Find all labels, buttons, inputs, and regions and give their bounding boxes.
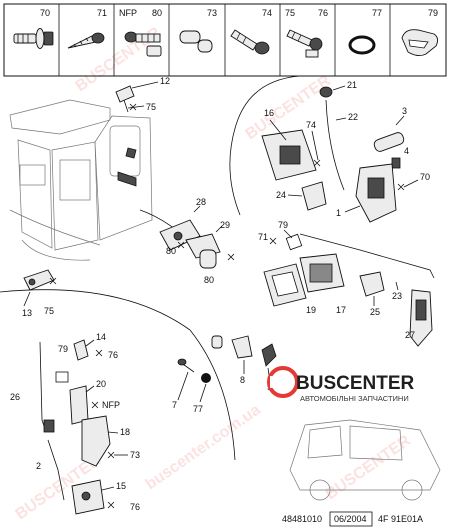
screw-75-76-icon xyxy=(286,29,323,58)
clip-79-icon xyxy=(401,29,439,57)
callout-24: 24 xyxy=(276,190,286,200)
callout-20: 20 xyxy=(96,379,106,389)
callout-7: 7 xyxy=(172,400,177,410)
header-label-70: 70 xyxy=(40,8,50,18)
lock-assembly-upper-right: 16 21 22 74 3 4 1 70 24 xyxy=(261,80,430,223)
callout-25: 25 xyxy=(370,307,380,317)
header-label-77: 77 xyxy=(372,8,382,18)
callout-73: 73 xyxy=(130,450,140,460)
hinge-plate-13: 13 75 xyxy=(22,269,57,318)
callout-17: 17 xyxy=(336,305,346,315)
watermark-text: BUSCENTER xyxy=(323,432,415,503)
header-label-73: 73 xyxy=(207,8,217,18)
callout-2: 2 xyxy=(36,461,41,471)
section-curve xyxy=(235,75,301,126)
washer-77-icon xyxy=(348,35,376,55)
section-curve xyxy=(229,124,241,216)
footer-ref: 48481010 xyxy=(282,514,322,524)
header-label-74: 74 xyxy=(262,8,272,18)
callout-4: 4 xyxy=(404,146,409,156)
header-label-80: 80 xyxy=(152,8,162,18)
callout-18: 18 xyxy=(120,427,130,437)
screw-74-icon xyxy=(230,29,270,55)
stud-73-icon xyxy=(179,30,213,53)
watermark-domain: buscenter.com.ua xyxy=(143,401,264,493)
section-curve xyxy=(189,329,236,461)
brand-logo: BUSCENTER АВТОМОБІЛЬНІ ЗАПЧАСТИНИ xyxy=(267,366,415,403)
header-label-71: 71 xyxy=(97,8,107,18)
hinge-group-middle: 28 29 80 80 xyxy=(159,197,235,285)
callout-74: 74 xyxy=(306,120,316,130)
lock-group-lower-left: 26 14 79 76 20 NFP 18 73 2 15 xyxy=(10,332,140,515)
callout-77: 77 xyxy=(193,404,203,414)
callout-71: 71 xyxy=(258,232,268,242)
callout-29: 29 xyxy=(220,220,230,230)
screw-nfp-80-icon xyxy=(124,31,162,57)
footer-date: 06/2004 xyxy=(334,514,367,524)
bracket-12: 12 75 xyxy=(115,76,170,113)
callout-79b: 79 xyxy=(58,344,68,354)
callout-75b: 75 xyxy=(44,306,54,316)
callout-nfp: NFP xyxy=(102,400,120,410)
fastener-group-bottom-middle: 7 77 8 9 xyxy=(172,335,277,414)
callout-14: 14 xyxy=(96,332,106,342)
callout-15: 15 xyxy=(116,481,126,491)
watermark-group: BUSCENTER BUSCENTER BUSCENTER BUSCENTER … xyxy=(13,24,415,523)
callout-76b: 76 xyxy=(130,502,140,512)
callout-76a: 76 xyxy=(108,350,118,360)
callout-27: 27 xyxy=(405,330,415,340)
footer-code: 4F 91E01A xyxy=(378,514,423,524)
callout-26: 26 xyxy=(10,392,20,402)
footer: 48481010 06/2004 4F 91E01A xyxy=(282,511,423,527)
brand-tagline: АВТОМОБІЛЬНІ ЗАПЧАСТИНИ xyxy=(300,394,409,403)
callout-13: 13 xyxy=(22,308,32,318)
screw-71-icon xyxy=(67,32,105,49)
header-label-75: 75 xyxy=(285,8,295,18)
callout-21: 21 xyxy=(347,80,357,90)
callout-80a: 80 xyxy=(166,246,176,256)
section-curve xyxy=(0,289,191,331)
fastener-header-table: 70 71 NFP 80 73 74 75 76 77 79 xyxy=(3,3,447,77)
callout-80b: 80 xyxy=(204,275,214,285)
header-label-76: 76 xyxy=(318,8,328,18)
callout-75: 75 xyxy=(146,102,156,112)
bolt-70-icon xyxy=(13,28,54,49)
callout-70: 70 xyxy=(420,172,430,182)
van-rear-door-sketch xyxy=(9,99,153,261)
brand-name: BUSCENTER xyxy=(296,373,415,394)
callout-3: 3 xyxy=(402,106,407,116)
header-label-nfp: NFP xyxy=(119,8,137,18)
callout-12: 12 xyxy=(160,76,170,86)
callout-79: 79 xyxy=(278,220,288,230)
callout-22: 22 xyxy=(348,112,358,122)
callout-1: 1 xyxy=(336,208,341,218)
van-sketch-bottom xyxy=(289,419,441,501)
header-label-79: 79 xyxy=(428,8,438,18)
handle-group-right: 79 71 19 17 23 25 27 xyxy=(258,220,435,347)
callout-19: 19 xyxy=(306,305,316,315)
callout-28: 28 xyxy=(196,197,206,207)
callout-16: 16 xyxy=(264,108,274,118)
callout-23: 23 xyxy=(392,291,402,301)
callout-8: 8 xyxy=(240,375,245,385)
